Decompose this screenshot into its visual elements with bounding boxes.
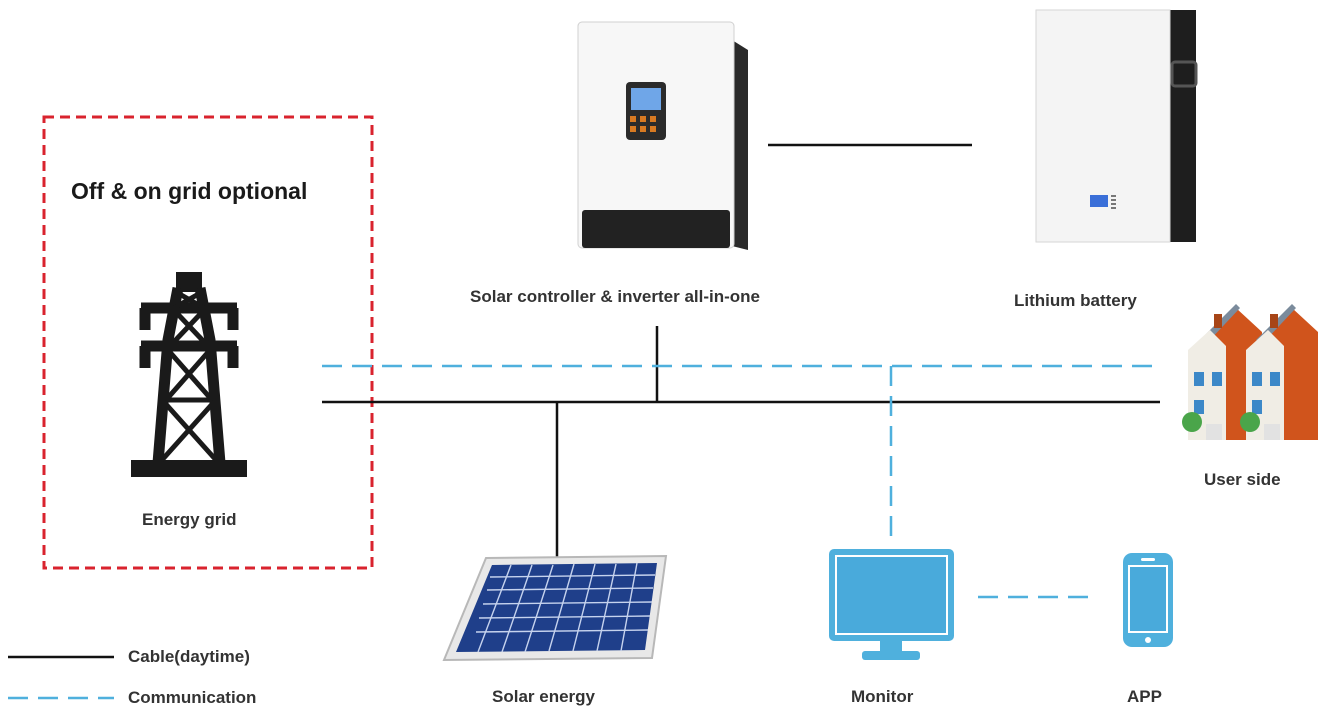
monitor-label: Monitor	[851, 687, 914, 706]
energy-grid-label: Energy grid	[142, 510, 237, 529]
legend-communication-label: Communication	[128, 688, 257, 707]
legend-lines	[8, 655, 114, 700]
inverter-icon	[577, 21, 748, 250]
user-side-label: User side	[1204, 470, 1281, 489]
grid-box-title: Off & on grid optional	[71, 178, 308, 204]
solar-panel-icon	[442, 554, 668, 662]
houses-icon	[1182, 304, 1318, 440]
battery-icon	[1035, 9, 1198, 243]
grid-optional-box	[42, 115, 374, 570]
monitor-icon	[829, 549, 954, 660]
transmission-tower-icon	[131, 272, 247, 477]
connection-lines	[322, 143, 1160, 599]
solar-energy-label: Solar energy	[492, 687, 595, 706]
inverter-label: Solar controller & inverter all-in-one	[470, 287, 761, 306]
battery-label: Lithium battery	[1014, 291, 1137, 310]
app-label: APP	[1127, 687, 1162, 706]
legend-cable-label: Cable(daytime)	[128, 647, 250, 666]
smartphone-icon	[1123, 553, 1173, 647]
